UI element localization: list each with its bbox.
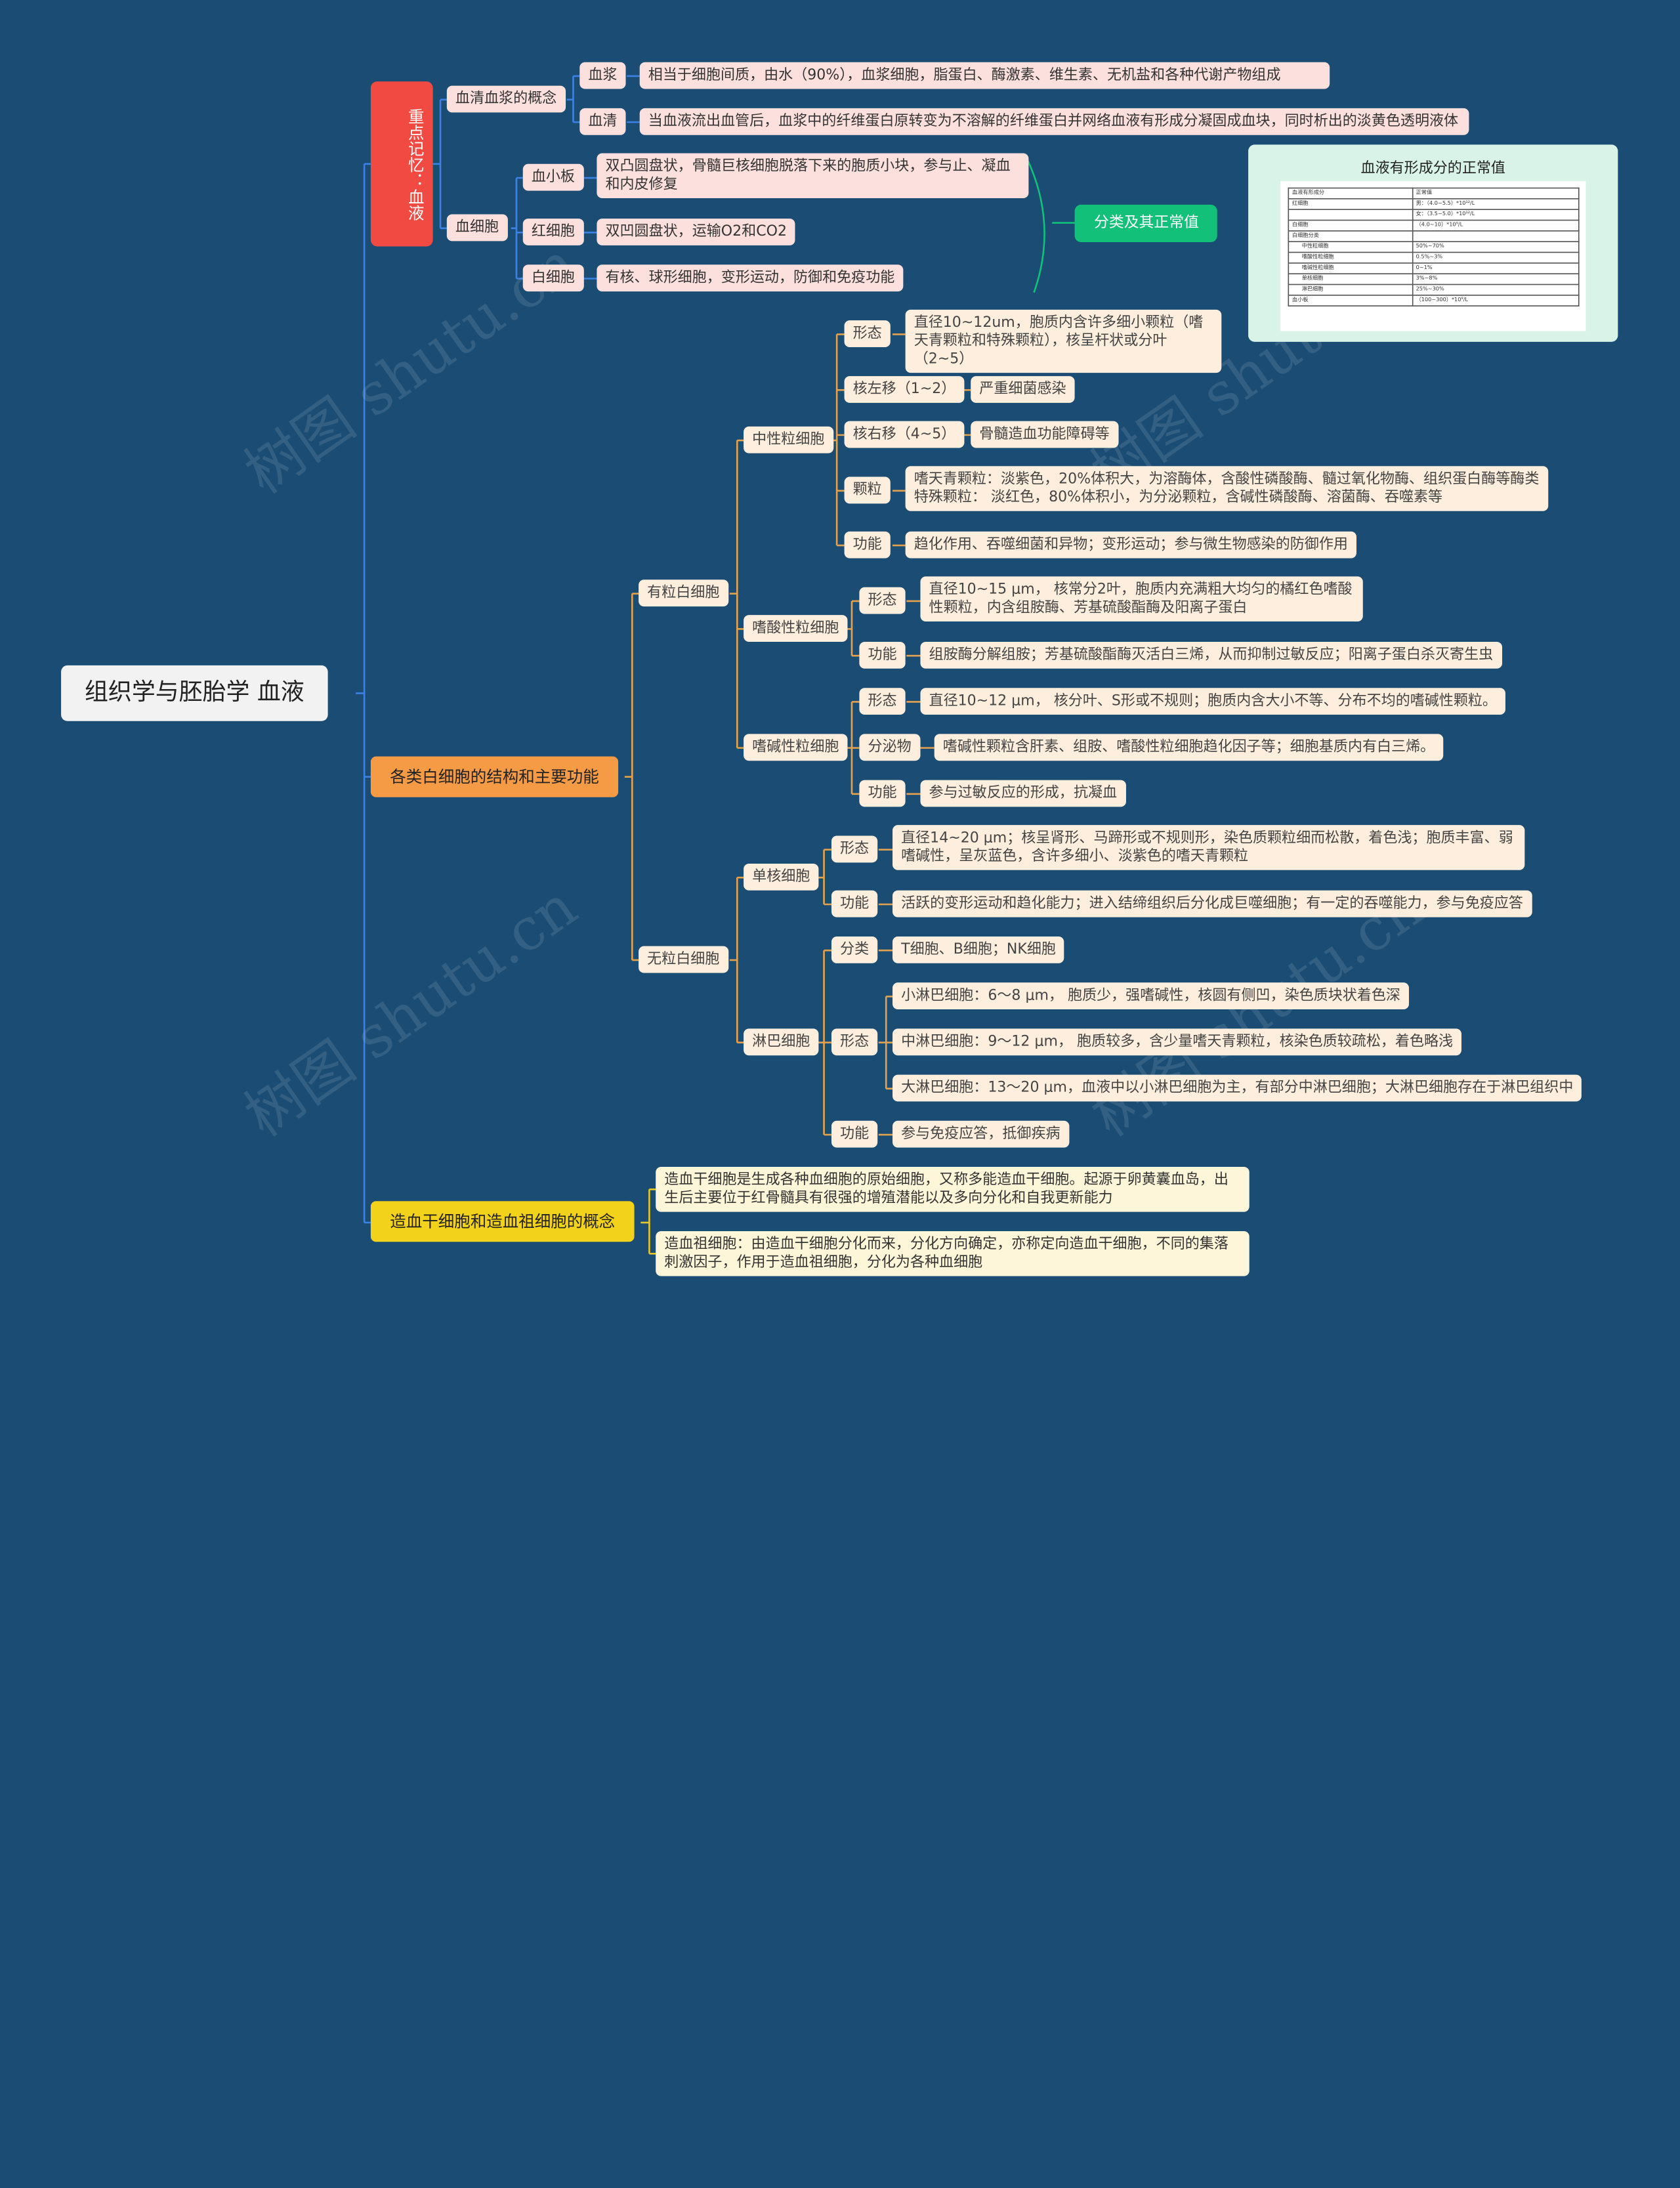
basophil-morph-label[interactable]: 形态 [859, 688, 906, 715]
node-classify[interactable]: 分类及其正常值 [1074, 204, 1217, 242]
table-cell-component: 红细胞 [1288, 198, 1413, 211]
eosinophil-func: 组胺酶分解组胺；芳基硫酸酯酶灭活白三烯，从而抑制过敏反应；阳离子蛋白杀灭寄生虫 [920, 641, 1502, 669]
table-cell-value: 0~1% [1412, 263, 1580, 274]
table-cell-value [1412, 230, 1580, 242]
monocyte-morph-label[interactable]: 形态 [831, 835, 878, 863]
neutrophil-granule-label[interactable]: 颗粒 [844, 476, 891, 504]
monocyte-morph: 直径14~20 μm；核呈肾形、马蹄形或不规则形，染色质颗粒细而松散，着色浅；胞… [892, 825, 1525, 870]
basophil-func-label[interactable]: 功能 [859, 780, 906, 807]
table-row: 血液有形成分正常值 [1288, 187, 1580, 200]
table-cell-component: 嗜碱性粒细胞 [1288, 263, 1413, 274]
table-row: 白细胞（4.0~10）*10⁹/L [1288, 219, 1580, 232]
node-lymphocyte[interactable]: 淋巴细胞 [744, 1028, 819, 1056]
node-serum-concept[interactable]: 血清血浆的概念 [446, 85, 566, 113]
table-cell-value: 50%~70% [1412, 241, 1580, 253]
table-cell-component: 嗜酸性粒细胞 [1288, 251, 1413, 264]
table-cell-value: 3%~8% [1412, 273, 1580, 285]
lymphocyte-class: T细胞、B细胞；NK细胞 [892, 936, 1065, 963]
table-cell-value: （100~300）*10⁹/L [1412, 294, 1580, 306]
table-row: 白细胞分类 [1288, 230, 1580, 242]
eosinophil-func-label[interactable]: 功能 [859, 641, 906, 669]
neutrophil-func: 趋化作用、吞噬细菌和异物；变形运动；参与微生物感染的防御作用 [905, 531, 1356, 558]
branch-hematopoietic[interactable]: 造血干细胞和造血祖细胞的概念 [370, 1201, 635, 1242]
desc-rbc: 双凹圆盘状，运输O2和CO2 [597, 219, 796, 245]
node-wbc[interactable]: 白细胞 [522, 264, 584, 292]
node-basophil[interactable]: 嗜碱性粒细胞 [744, 734, 848, 761]
table-cell-value: 25%~30% [1412, 284, 1580, 296]
lymphocyte-morph-label[interactable]: 形态 [831, 1028, 878, 1056]
node-serum[interactable]: 血清 [579, 108, 626, 135]
basophil-secretion-label[interactable]: 分泌物 [859, 734, 920, 761]
node-eosinophil[interactable]: 嗜酸性粒细胞 [744, 615, 848, 642]
node-monocyte[interactable]: 单核细胞 [744, 863, 819, 891]
neutrophil-func-label[interactable]: 功能 [844, 531, 891, 558]
lymphocyte-small: 小淋巴细胞：6～8 μm， 胞质少，强嗜碱性，核圆有侧凹，染色质块状着色深 [892, 982, 1410, 1010]
neutrophil-left-shift: 严重细菌感染 [971, 376, 1075, 403]
node-granular[interactable]: 有粒白细胞 [639, 579, 728, 607]
node-platelet[interactable]: 血小板 [522, 163, 584, 191]
neutrophil-left-shift-label[interactable]: 核左移（1~2） [844, 376, 965, 403]
desc-progenitor-cell: 造血祖细胞：由造血干细胞分化而来，分化方向确定，亦称定向造血干细胞，不同的集落刺… [656, 1231, 1250, 1276]
lymphocyte-func: 参与免疫应答，抵御疾病 [892, 1120, 1069, 1148]
basophil-secretion: 嗜碱性颗粒含肝素、组胺、嗜酸性粒细胞趋化因子等；细胞基质内有白三烯。 [934, 734, 1444, 761]
table-cell-component: 淋巴细胞 [1288, 284, 1413, 296]
lymphocyte-medium: 中淋巴细胞：9～12 μm， 胞质较多，含少量嗜天青颗粒，核染色质较疏松，着色略… [892, 1028, 1462, 1056]
table-cell-value: 女：（3.5~5.0）*10¹²/L [1412, 209, 1580, 221]
basophil-morph: 直径10~12 μm， 核分叶、S形或不规则；胞质内含大小不等、分布不均的嗜碱性… [920, 688, 1506, 715]
table-cell-component [1288, 209, 1413, 221]
branch-key-memory[interactable]: 重点记忆：血液 [370, 81, 433, 247]
table-cell-component: 血小板 [1288, 294, 1413, 306]
desc-stem-cell: 造血干细胞是生成各种血细胞的原始细胞，又称多能造血干细胞。起源于卵黄囊血岛，出生… [656, 1167, 1250, 1212]
table-cell-value: 正常值 [1412, 187, 1580, 200]
table-cell-component: 单核细胞 [1288, 273, 1413, 285]
monocyte-func: 活跃的变形运动和趋化能力；进入结缔组织后分化成巨噬细胞；有一定的吞噬能力，参与免… [892, 890, 1532, 917]
eosinophil-morph-label[interactable]: 形态 [859, 587, 906, 614]
basophil-func: 参与过敏反应的形成，抗凝血 [920, 780, 1126, 807]
table-cell-value: （4.0~10）*10⁹/L [1412, 219, 1580, 232]
neutrophil-right-shift: 骨髓造血功能障碍等 [971, 421, 1118, 448]
node-plasma[interactable]: 血浆 [579, 62, 626, 89]
table-cell-component: 血液有形成分 [1288, 187, 1413, 200]
root-node[interactable]: 组织学与胚胎学 血液 [61, 665, 328, 721]
table-row: 红细胞男：（4.0~5.5）*10¹²/L [1288, 198, 1580, 211]
branch-wbc-structure[interactable]: 各类白细胞的结构和主要功能 [370, 756, 619, 797]
node-rbc[interactable]: 红细胞 [522, 219, 584, 245]
table-cell-value: 0.5%~3% [1412, 251, 1580, 264]
lymphocyte-func-label[interactable]: 功能 [831, 1120, 878, 1148]
desc-plasma: 相当于细胞间质，由水（90%），血浆细胞，脂蛋白、酶激素、维生素、无机盐和各种代… [639, 62, 1330, 89]
neutrophil-right-shift-label[interactable]: 核右移（4~5） [844, 421, 965, 448]
desc-wbc: 有核、球形细胞，变形运动，防御和免疫功能 [597, 264, 904, 292]
node-blood-cells[interactable]: 血细胞 [446, 214, 508, 242]
lymphocyte-large: 大淋巴细胞：13～20 μm，血液中以小淋巴细胞为主，有部分中淋巴细胞；大淋巴细… [892, 1074, 1582, 1102]
table-row: 血小板（100~300）*10⁹/L [1288, 294, 1580, 306]
node-neutrophil[interactable]: 中性粒细胞 [744, 426, 833, 453]
normal-values-card: 血液有形成分的正常值 血液有形成分正常值红细胞男：（4.0~5.5）*10¹²/… [1248, 144, 1618, 342]
neutrophil-morph: 直径10~12um，胞质内含许多细小颗粒（嗜天青颗粒和特殊颗粒），核呈杆状或分叶… [905, 309, 1222, 373]
table-row: 女：（3.5~5.0）*10¹²/L [1288, 209, 1580, 221]
monocyte-func-label[interactable]: 功能 [831, 890, 878, 917]
card-title: 血液有形成分的正常值 [1360, 159, 1505, 177]
neutrophil-morph-label[interactable]: 形态 [844, 320, 891, 347]
table-cell-component: 白细胞分类 [1288, 230, 1413, 242]
eosinophil-morph: 直径10~15 μm， 核常分2叶，胞质内充满粗大均匀的橘红色嗜酸性颗粒，内含组… [920, 576, 1363, 621]
table-cell-component: 白细胞 [1288, 219, 1413, 232]
desc-platelet: 双凸圆盘状，骨髓巨核细胞脱落下来的胞质小块，参与止、凝血和内皮修复 [597, 153, 1029, 199]
desc-serum: 当血液流出血管后，血浆中的纤维蛋白原转变为不溶解的纤维蛋白并网络血液有形成分凝固… [639, 108, 1469, 135]
lymphocyte-class-label[interactable]: 分类 [831, 936, 878, 963]
table-cell-component: 中性粒细胞 [1288, 241, 1413, 253]
node-agranular[interactable]: 无粒白细胞 [639, 946, 728, 973]
neutrophil-granule: 嗜天青颗粒：淡紫色，20%体积大，为溶酶体，含酸性磷酸酶、髓过氧化物酶、组织蛋白… [905, 466, 1548, 511]
table-cell-value: 男：（4.0~5.5）*10¹²/L [1412, 198, 1580, 211]
